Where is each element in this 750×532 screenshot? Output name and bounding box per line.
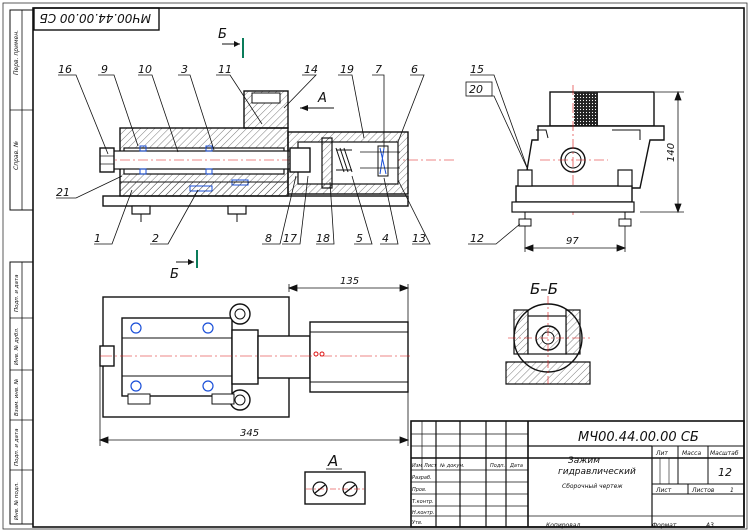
tb-col-sign: Подп.: [490, 463, 505, 469]
callout-20: 20: [469, 83, 483, 96]
margin-label-6: Подп. и дата: [14, 428, 20, 466]
front-view: [99, 90, 455, 222]
callout-4: 4: [382, 232, 389, 245]
tb-row-razrab: Разраб.: [412, 475, 432, 481]
section-marker-top: Б: [218, 27, 244, 58]
format-label: Формат: [652, 522, 677, 529]
tb-mass: Масса: [682, 450, 701, 457]
margin-label-5: Взам. инв. №: [14, 378, 20, 416]
title-block: [410, 420, 745, 528]
callout-17: 17: [283, 232, 297, 245]
view-arrow-a: А: [300, 91, 334, 111]
tb-sheets-value: 1: [730, 487, 734, 494]
callout-3: 3: [181, 63, 188, 76]
margin-label-3: Подп. и дата: [14, 274, 20, 312]
dim-top-partial: 135: [340, 276, 359, 287]
tb-sheet-label: Лист: [655, 487, 672, 494]
callout-5: 5: [356, 232, 363, 245]
side-dimensions: [465, 74, 684, 252]
margin-label-4: Инв. № дубл.: [14, 327, 20, 365]
callout-15: 15: [470, 63, 484, 76]
title-block-designation: МЧ00.44.00.00 СБ: [578, 430, 699, 445]
front-leaders: [56, 74, 431, 245]
dim-side-width: 97: [566, 236, 579, 247]
top-dimensions: [98, 284, 410, 446]
margin-label-2: Справ. №: [13, 141, 20, 170]
top-view: [99, 296, 410, 418]
callout-7: 7: [375, 63, 382, 76]
callout-13: 13: [412, 232, 426, 245]
section-marker-bottom: Б: [170, 250, 198, 282]
title-line-1: Зажим: [568, 456, 600, 466]
tb-row-tkontr: Т.контр.: [412, 499, 434, 505]
callout-18: 18: [316, 232, 330, 245]
tb-col-doc: № докум.: [439, 463, 465, 469]
designation-rotated: МЧ00.44.00.00 СБ: [39, 11, 151, 25]
margin-label-1: Перв. примен.: [13, 30, 20, 75]
tb-row-prov: Пров.: [412, 487, 427, 493]
callout-16: 16: [58, 63, 72, 76]
tb-sheet-number: 12: [718, 466, 732, 479]
title-line-3: Сборочный чертеж: [562, 483, 623, 490]
dim-height: 140: [666, 143, 677, 162]
callout-19: 19: [340, 63, 354, 76]
side-view: [511, 85, 665, 227]
section-view: [505, 296, 591, 385]
front-callouts: 16 9 10 3 11 14 19 7 6 21 1 2 8 17 18 5 …: [56, 63, 426, 245]
callout-8: 8: [265, 232, 272, 245]
callout-2: 2: [152, 232, 159, 245]
tb-col-izm: Изм: [412, 463, 422, 469]
callout-1: 1: [94, 232, 101, 245]
tb-sheets-label: Листов: [691, 487, 715, 494]
tb-row-nkontr: Н.контр.: [412, 510, 434, 516]
section-mark-top: Б: [218, 27, 227, 42]
margin-label-7: Инв. № подл.: [14, 482, 20, 520]
dim-overall-length: 345: [240, 428, 259, 439]
tb-col-date: Дата: [509, 463, 523, 469]
callout-11: 11: [218, 63, 232, 76]
copied-by: Копировал: [546, 522, 580, 529]
left-margin-stamp: Перв. примен. Справ. № Подп. и дата Инв.…: [9, 9, 34, 525]
callout-10: 10: [138, 63, 152, 76]
inner-frame: [32, 7, 745, 528]
section-title: Б–Б: [530, 280, 558, 298]
tb-scale: Масштаб: [710, 450, 739, 457]
tb-lit: Лит: [655, 450, 668, 457]
callout-21: 21: [56, 186, 70, 199]
view-arrow-label: А: [317, 91, 327, 106]
tb-col-list: Лист: [423, 463, 438, 469]
callout-6: 6: [411, 63, 418, 76]
callout-12: 12: [470, 232, 484, 245]
view-a-title: А: [327, 452, 338, 470]
section-mark-bottom: Б: [170, 267, 179, 282]
tb-row-utv: Утв.: [412, 520, 423, 526]
callout-14: 14: [304, 63, 318, 76]
view-a: [304, 471, 366, 505]
title-line-2: гидравлический: [558, 467, 636, 477]
format-value: А3: [705, 522, 714, 529]
top-designation-box: МЧ00.44.00.00 СБ: [33, 7, 160, 31]
callout-9: 9: [101, 63, 108, 76]
